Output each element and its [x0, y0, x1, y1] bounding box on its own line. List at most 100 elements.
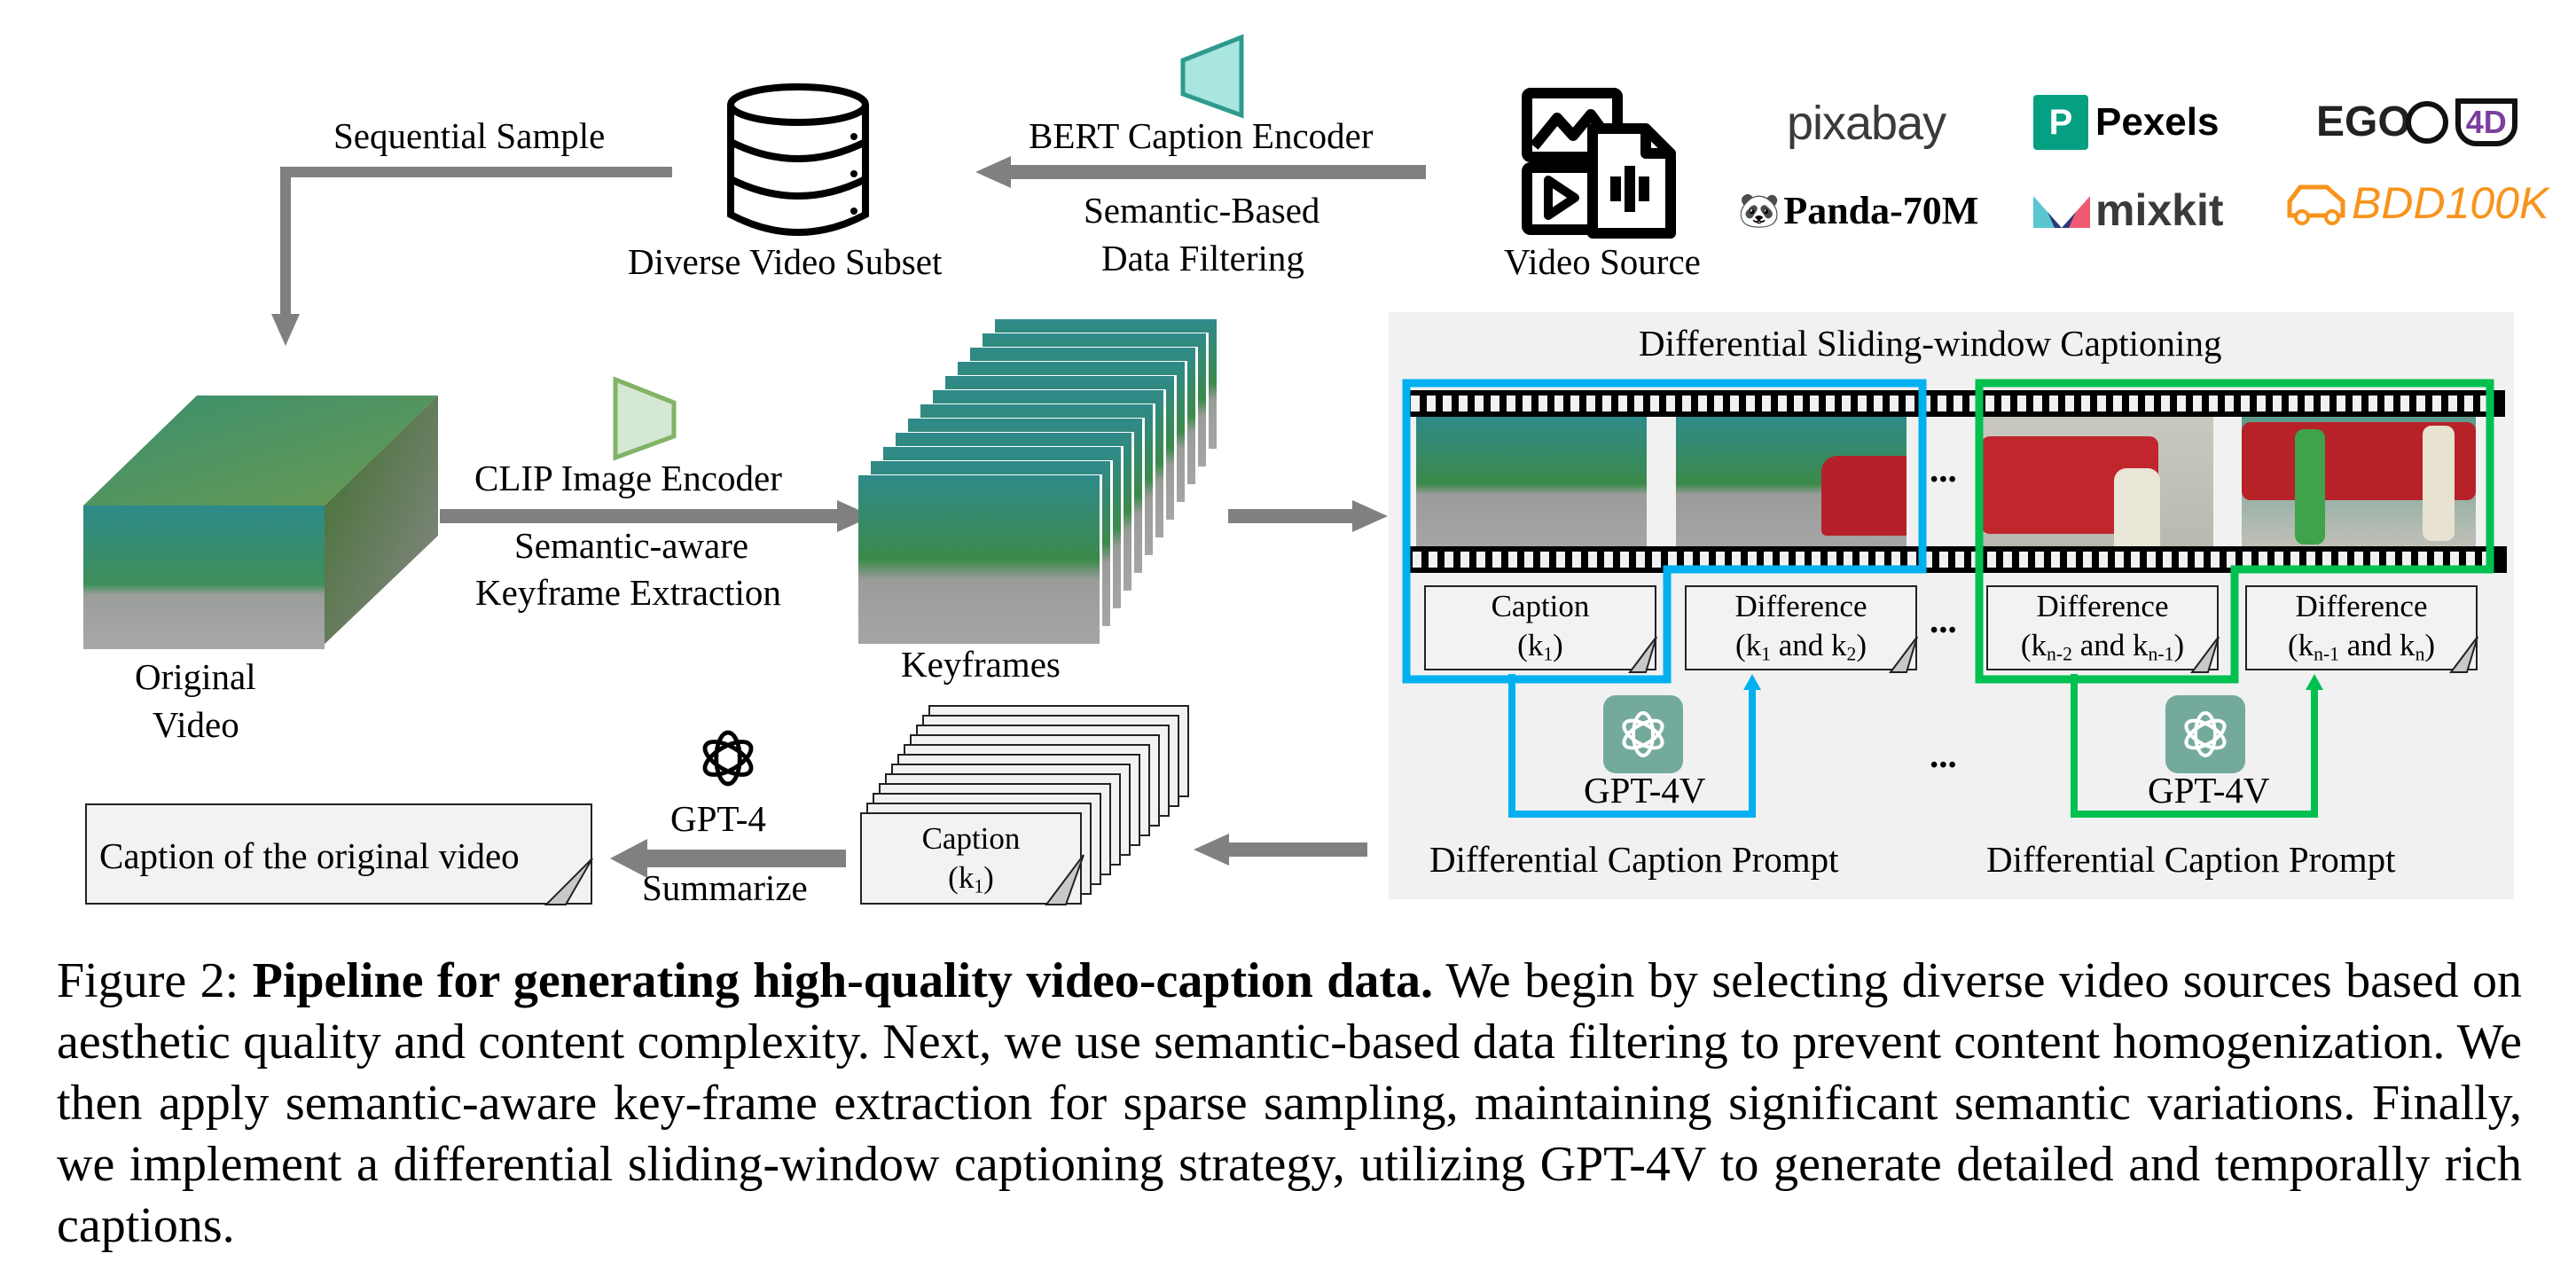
keyframes-label: Keyframes — [901, 644, 1061, 685]
sprocket-hole — [2257, 396, 2266, 411]
sprocket-hole — [2353, 396, 2361, 411]
sprocket-hole — [1812, 552, 1820, 568]
sprocket-hole — [2354, 552, 2363, 568]
keyframes-stack — [858, 319, 1231, 644]
summarize-arrowhead — [610, 839, 647, 878]
sprocket-hole — [1572, 552, 1581, 568]
sprocket-hole — [2049, 396, 2058, 411]
sprocket-hole — [2035, 552, 2044, 568]
sprocket-hole — [1698, 396, 1707, 411]
sprocket-hole — [1460, 552, 1469, 568]
pexels-wordmark: Pexels — [2095, 100, 2220, 144]
gpt4v-ellipsis: ... — [1930, 734, 1957, 775]
gpt4v-logo-icon-1 — [1603, 695, 1683, 773]
sprocket-hole — [1666, 396, 1675, 411]
sprocket-hole — [1652, 552, 1661, 568]
note-difference-kn2-kn1: Difference (kn-2 and kn-1) — [1986, 585, 2219, 670]
sprocket-hole — [1842, 396, 1851, 411]
sprocket-hole — [1570, 396, 1579, 411]
sprocket-hole — [2019, 552, 2028, 568]
sprocket-hole — [2273, 396, 2282, 411]
ego4d-wordmark: EGO — [2316, 98, 2411, 145]
caption-stack-fold-icon — [1045, 854, 1084, 905]
sprocket-hole — [2480, 396, 2489, 411]
sprocket-hole — [2081, 396, 2090, 411]
sliding-window-last — [1975, 379, 2494, 684]
globe-glasses-icon — [2405, 100, 2448, 144]
sprocket-hole — [1716, 552, 1725, 568]
sprocket-hole — [2097, 396, 2106, 411]
note-ellipsis: ... — [1930, 599, 1957, 640]
sliding-window-first — [1402, 379, 1927, 684]
stack-caption-title: Caption — [921, 821, 1021, 856]
keyframe-thumbnail — [858, 475, 1101, 644]
sprocket-hole — [1636, 552, 1645, 568]
sprocket-hole — [2275, 552, 2283, 568]
sprocket-hole — [1524, 552, 1533, 568]
sprocket-hole — [1523, 396, 1531, 411]
sprocket-hole — [2099, 552, 2108, 568]
panda70m-wordmark: Panda-70M — [1783, 189, 1979, 232]
clip-encoder-label: CLIP Image Encoder — [474, 458, 782, 498]
sprocket-hole — [2416, 396, 2425, 411]
sprocket-hole — [1828, 552, 1836, 568]
sprocket-hole — [1411, 396, 1420, 411]
frame-kn-1 — [1981, 417, 2213, 546]
sprocket-hole — [1539, 396, 1547, 411]
sequential-sample-arrowhead — [271, 314, 300, 346]
sprocket-hole — [2337, 396, 2345, 411]
sprocket-hole — [1844, 552, 1852, 568]
original-video-cube — [83, 396, 438, 649]
sprocket-hole — [2177, 396, 2186, 411]
sprocket-hole — [2211, 552, 2220, 568]
caption-label: Figure 2: — [57, 953, 239, 1008]
clip-encoder-icon — [613, 376, 677, 461]
sprocket-hole — [1939, 552, 1948, 568]
video-source-label: Video Source — [1504, 241, 1701, 282]
sprocket-hole — [1682, 396, 1691, 411]
sequential-sample-arrow-vertical — [280, 167, 291, 317]
frame-k1 — [1416, 417, 1647, 546]
sprocket-hole — [2321, 396, 2329, 411]
sprocket-hole — [2432, 396, 2441, 411]
sprocket-hole — [1858, 396, 1867, 411]
sprocket-hole — [2370, 552, 2379, 568]
to-panel-arrowhead — [1352, 500, 1388, 532]
sprocket-hole — [1985, 396, 1994, 411]
sprocket-hole — [1890, 396, 1899, 411]
keyframe-extraction-arrowhead — [837, 500, 873, 532]
sprocket-hole — [1650, 396, 1659, 411]
sprocket-hole — [1796, 552, 1805, 568]
sprocket-hole — [1459, 396, 1468, 411]
sprocket-hole — [2129, 396, 2138, 411]
sprocket-hole — [2209, 396, 2218, 411]
note-difference-k1-k2: Difference (k1 and k2) — [1685, 585, 1917, 670]
openai-knot-icon — [1622, 711, 1664, 757]
final-caption-note: Caption of the original video — [85, 803, 592, 905]
note-title: Difference — [2036, 589, 2169, 623]
sprocket-hole — [2051, 552, 2060, 568]
caption-sheet: Caption(k1) — [860, 812, 1082, 905]
sprocket-hole — [2384, 396, 2393, 411]
sprocket-hole — [2418, 552, 2427, 568]
panda-icon: 🐼 — [1738, 192, 1781, 230]
sprocket-hole — [2147, 552, 2156, 568]
sprocket-hole — [1714, 396, 1723, 411]
sprocket-hole — [2131, 552, 2140, 568]
sprocket-hole — [2448, 396, 2457, 411]
sprocket-hole — [2369, 396, 2377, 411]
note-title: Difference — [1734, 589, 1867, 623]
sprocket-hole — [2241, 396, 2250, 411]
sprocket-hole — [1732, 552, 1741, 568]
extraction-label-line2: Keyframe Extraction — [475, 572, 781, 613]
sprocket-hole — [2243, 552, 2251, 568]
bert-encoder-icon — [1180, 34, 1244, 119]
note-detail: (kn-1 and kn) — [2287, 627, 2436, 665]
sprocket-hole — [2017, 396, 2026, 411]
logo-pexels: P Pexels — [2033, 95, 2219, 150]
sprocket-hole — [1954, 396, 1962, 411]
sprocket-hole — [2161, 396, 2170, 411]
extraction-label-line1: Semantic-aware — [514, 525, 749, 566]
gpt4v-label-2: GPT-4V — [2148, 770, 2270, 811]
